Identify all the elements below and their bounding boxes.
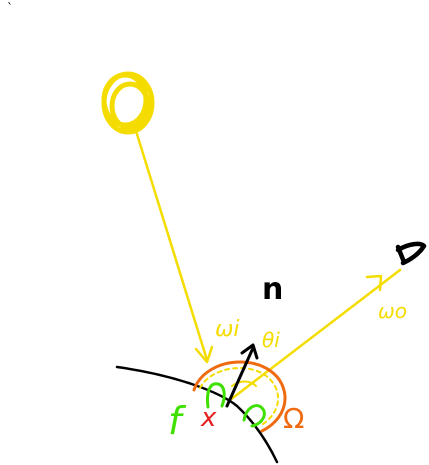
- angle-arc: [231, 380, 257, 387]
- hemisphere-dashes: [199, 366, 280, 427]
- outgoing-ray: [228, 268, 402, 402]
- outgoing-direction-label: ωo: [378, 299, 407, 323]
- incoming-direction-label: ωi: [215, 317, 240, 342]
- angle-label: θi: [262, 328, 280, 352]
- hemisphere: [192, 360, 287, 433]
- eye-icon: [395, 241, 427, 266]
- incoming-ray: [134, 129, 214, 364]
- brdf-label: f: [168, 399, 187, 443]
- sun-icon: [101, 71, 155, 135]
- normal-vector: [225, 343, 259, 408]
- hemisphere-label: Ω: [283, 402, 304, 435]
- normal-label: n: [262, 272, 283, 307]
- corner-mark: `: [7, 1, 13, 15]
- point-label: x: [200, 403, 217, 433]
- surface-curve: [115, 365, 279, 464]
- brdf-lobe: [206, 382, 266, 428]
